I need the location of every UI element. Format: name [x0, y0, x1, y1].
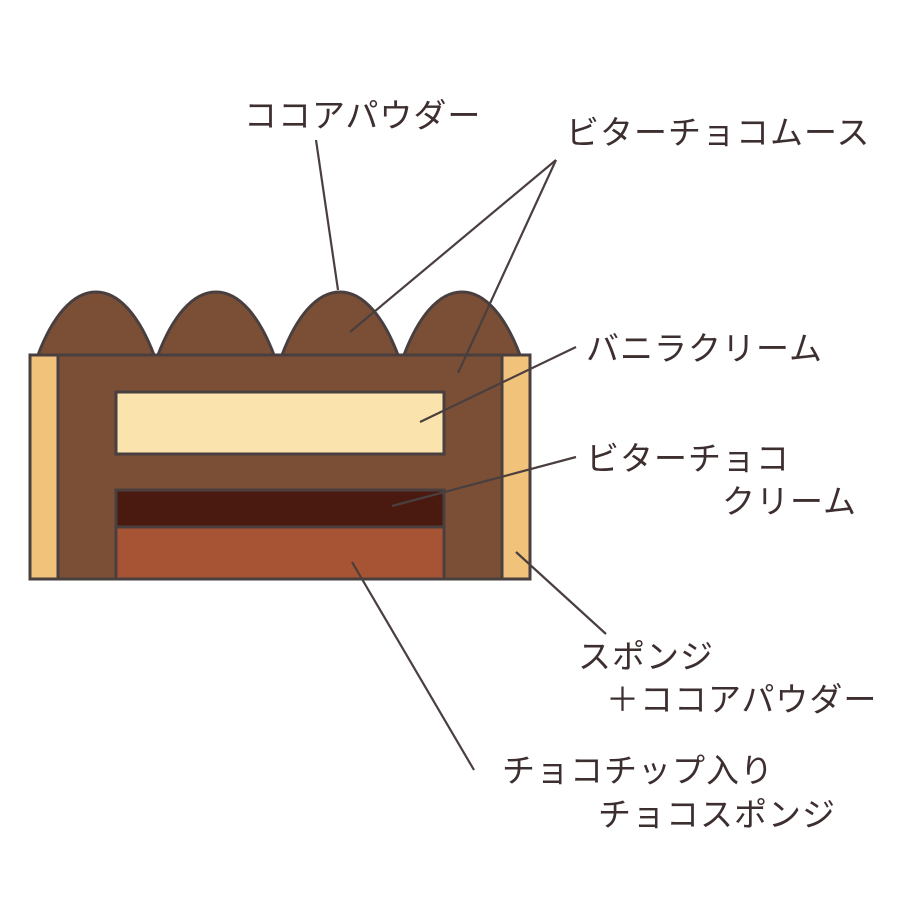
- leader-lines: [314, 139, 607, 771]
- label-choco-sponge-line1: チョコチップ入り: [502, 751, 774, 790]
- labels: ココアパウダー ビターチョコムース バニラクリーム ビターチョコ クリーム スポ…: [244, 96, 877, 834]
- label-vanilla-cream: バニラクリーム: [586, 329, 823, 368]
- label-bitter-choco-cream-line2: クリーム: [722, 482, 857, 521]
- mousse-dome-3: [279, 290, 401, 357]
- mousse-dome-1: [35, 290, 157, 357]
- leader-mousse-a: [349, 159, 557, 333]
- leader-vanilla-cream: [419, 346, 577, 423]
- choco-sponge-layer: [114, 525, 446, 581]
- leader-cocoa-powder: [314, 139, 340, 291]
- label-bitter-choco-mousse: ビターチョコムース: [566, 113, 870, 152]
- mousse-domes: [35, 290, 523, 357]
- sponge-side-left: [28, 353, 60, 581]
- sponge-side-right: [500, 353, 532, 581]
- label-choco-sponge-line2: チョコスポンジ: [598, 795, 836, 834]
- mousse-dome-2: [155, 290, 277, 357]
- label-bitter-choco-cream-line1: ビターチョコ: [586, 439, 790, 478]
- label-sponge-cocoa-line1: スポンジ: [578, 637, 714, 676]
- leader-choco-sponge: [351, 561, 475, 771]
- label-sponge-cocoa-line2: ＋ココアパウダー: [606, 680, 877, 719]
- mousse-dome-4: [401, 290, 523, 357]
- leader-mousse-b: [457, 159, 557, 374]
- leader-sponge-cocoa: [515, 551, 607, 635]
- vanilla-cream-layer: [114, 390, 446, 456]
- label-cocoa-powder: ココアパウダー: [244, 96, 481, 135]
- bitter-choco-cream-layer: [114, 488, 446, 529]
- leader-bitter-cream: [391, 455, 577, 508]
